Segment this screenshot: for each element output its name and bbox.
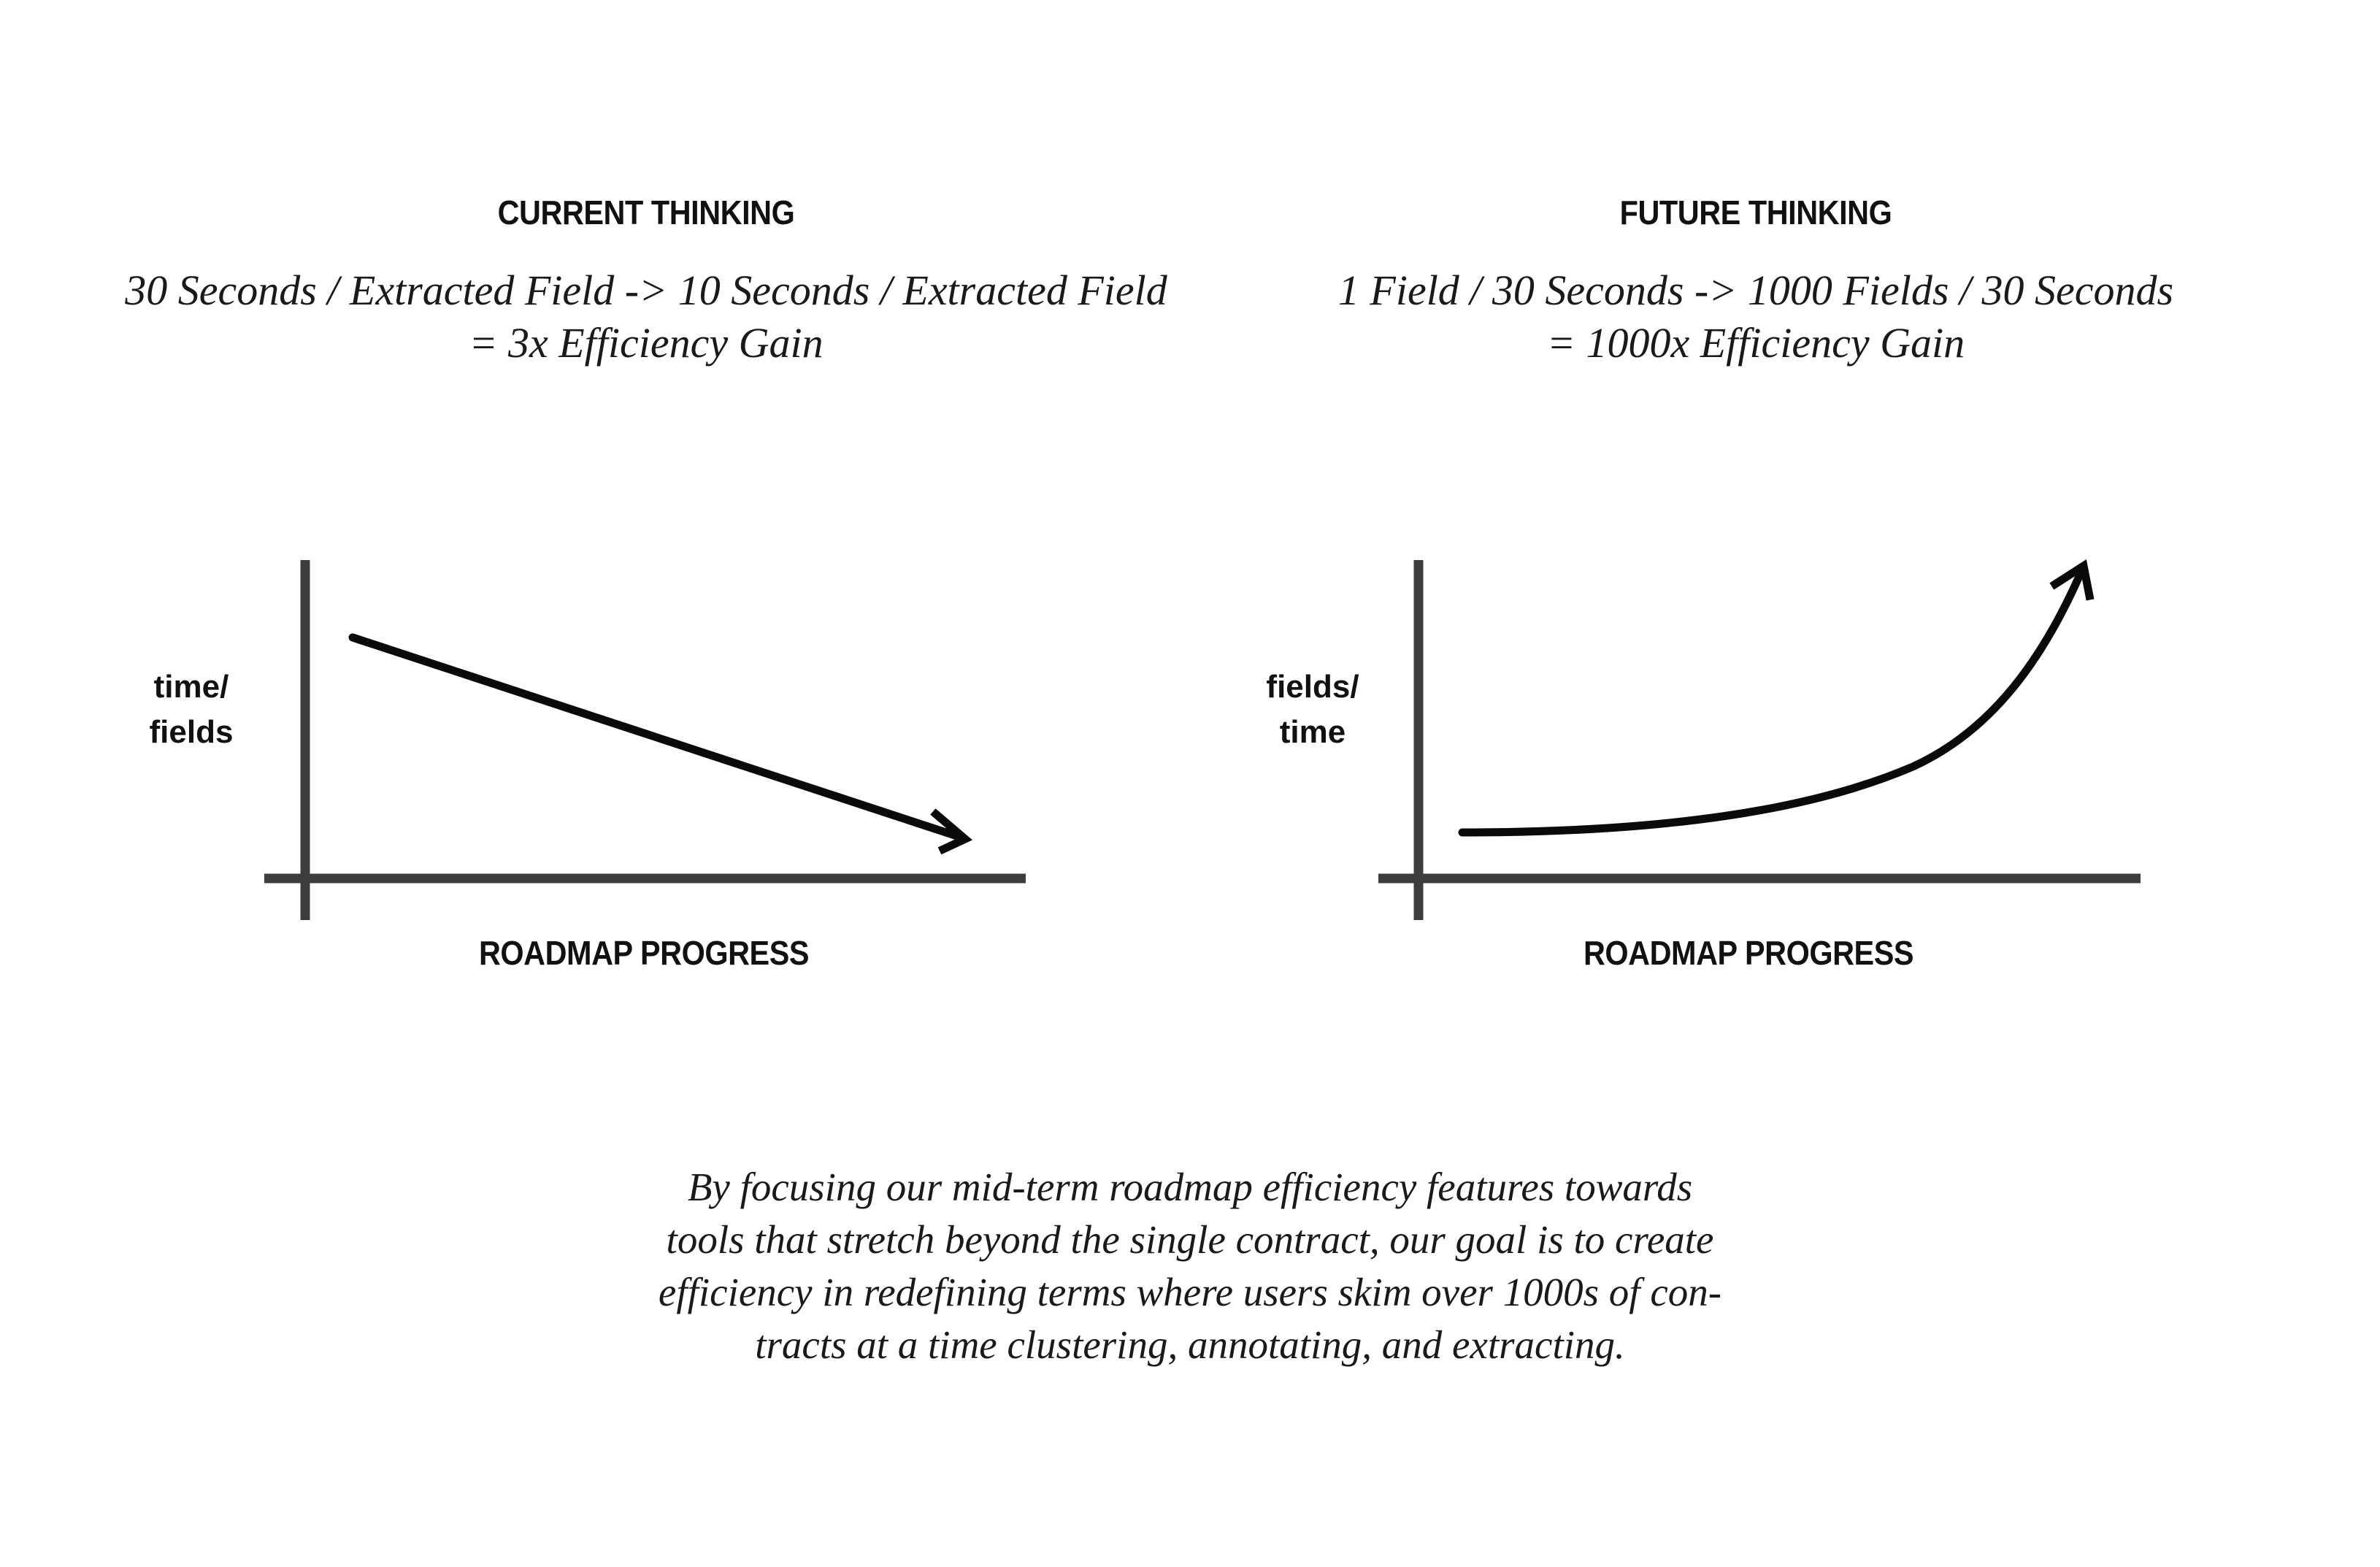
current-trend-arrowhead — [930, 808, 973, 855]
caption-line-2: tools that stretch beyond the single con… — [666, 1217, 1714, 1262]
future-thinking-title: FUTURE THINKING — [1619, 194, 1892, 231]
future-x-axis-label: ROADMAP PROGRESS — [1583, 934, 1914, 972]
future-formula-line-2: = 1000x Efficiency Gain — [1546, 319, 1965, 367]
current-trend-line — [348, 633, 968, 843]
current-formula: 30 Seconds / Extracted Field -> 10 Secon… — [99, 264, 1194, 369]
future-trend-arrowhead — [2049, 559, 2095, 601]
future-y-axis-label: fields/ time — [1266, 669, 1359, 750]
current-formula-line-1: 30 Seconds / Extracted Field -> 10 Secon… — [125, 267, 1167, 314]
caption-line-3: efficiency in redefining terms where use… — [658, 1270, 1722, 1314]
current-formula-line-2: = 3x Efficiency Gain — [469, 319, 824, 367]
current-thinking-title: CURRENT THINKING — [497, 194, 795, 231]
current-y-axis-label: time/ fields — [149, 669, 234, 750]
caption-line-1: By focusing our mid-term roadmap efficie… — [687, 1165, 1693, 1209]
caption-line-4: tracts at a time clustering, annotating,… — [755, 1322, 1625, 1367]
summary-caption: By focusing our mid-term roadmap efficie… — [606, 1161, 1774, 1371]
future-formula: 1 Field / 30 Seconds -> 1000 Fields / 30… — [1208, 264, 2303, 369]
future-trend-curve — [1458, 565, 2087, 837]
current-x-axis-label: ROADMAP PROGRESS — [478, 934, 810, 972]
future-formula-line-1: 1 Field / 30 Seconds -> 1000 Fields / 30… — [1337, 267, 2174, 314]
